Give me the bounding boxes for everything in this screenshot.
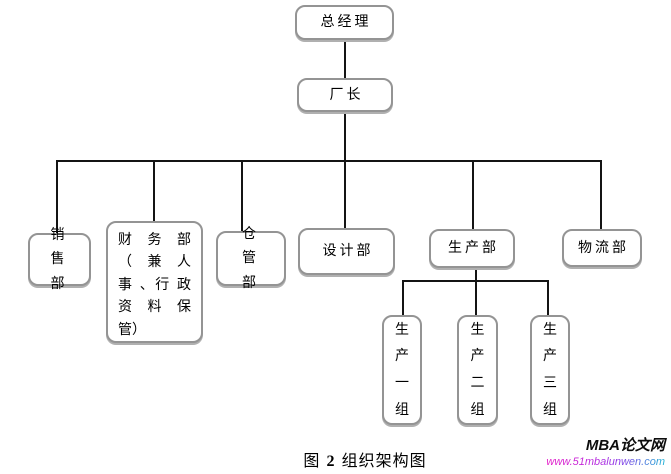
org-node-production-group-2: 生产二组 xyxy=(457,315,498,425)
connector-line xyxy=(56,160,602,162)
node-label: 生产部 xyxy=(448,240,499,256)
caption-text: 组织架构图 xyxy=(341,451,427,470)
node-label: 销售部 xyxy=(50,226,69,292)
connector-line xyxy=(475,268,477,282)
org-node-production-group-3: 生产三组 xyxy=(530,315,570,425)
org-node-factory-director: 厂长 xyxy=(297,78,393,112)
org-node-production: 生产部 xyxy=(429,229,515,268)
org-node-general-manager: 总经理 xyxy=(295,5,394,40)
org-node-production-group-1: 生产一组 xyxy=(382,315,422,425)
connector-line xyxy=(402,280,404,315)
connector-line xyxy=(344,112,346,228)
node-label-multiline: 财 务 部 （ 兼 人 事 、行 政 资 料 保 管） xyxy=(118,232,191,338)
watermark-brand: MBA论文网 xyxy=(585,437,665,454)
connector-line xyxy=(153,160,155,221)
org-node-design: 设计部 xyxy=(298,228,395,275)
org-node-warehouse: 仓管部 xyxy=(216,226,286,291)
connector-line xyxy=(475,280,477,315)
connector-line xyxy=(344,40,346,78)
node-label: 设计部 xyxy=(322,243,374,259)
node-label: 物流部 xyxy=(578,239,629,256)
caption-prefix: 图 xyxy=(303,451,321,470)
caption-number: 2 xyxy=(326,453,336,470)
node-label: 仓管部 xyxy=(241,225,260,291)
figure-caption: 图 2 组织架构图 xyxy=(230,447,500,471)
connector-line xyxy=(600,160,602,229)
node-label: 生产二组 xyxy=(470,321,485,418)
connector-line xyxy=(56,160,58,233)
connector-line xyxy=(472,160,474,229)
connector-line xyxy=(547,280,549,315)
org-node-finance: 财 务 部 （ 兼 人 事 、行 政 资 料 保 管） xyxy=(106,221,203,343)
node-label: 厂长 xyxy=(329,86,364,103)
watermark-url: www.51mbalunwen.com xyxy=(546,455,665,468)
node-label: 生产三组 xyxy=(543,321,557,418)
node-label: 总经理 xyxy=(320,14,372,30)
org-node-logistics: 物流部 xyxy=(562,229,642,267)
org-node-sales: 销售部 xyxy=(28,227,91,292)
connector-line xyxy=(241,160,243,231)
node-label: 生产一组 xyxy=(395,321,409,418)
watermark: MBA论文网 www.51mbalunwen.com xyxy=(546,437,665,468)
